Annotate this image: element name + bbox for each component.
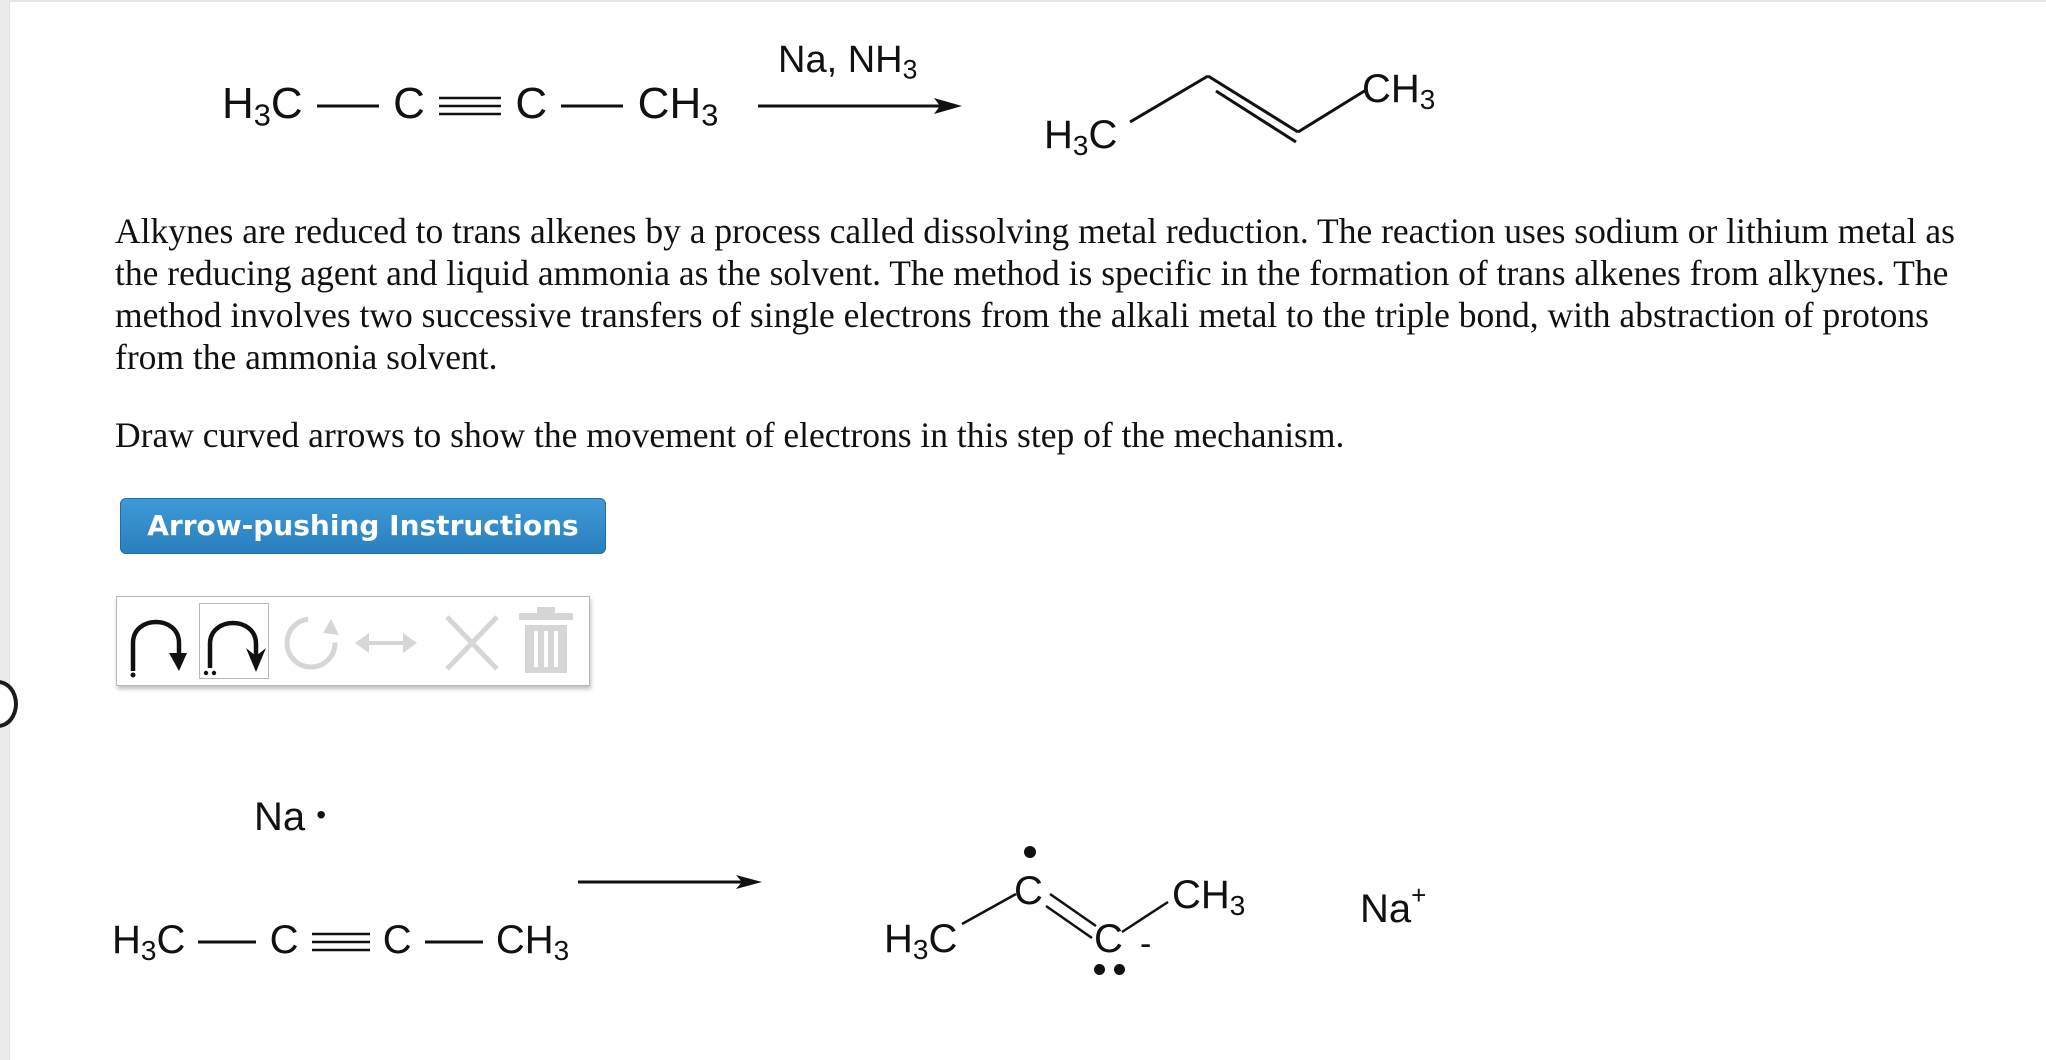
sodium-radical: Na • <box>254 790 326 842</box>
atom-label: CH <box>1362 67 1420 111</box>
arrow-tool-palette <box>116 596 590 686</box>
left-scroll-rail <box>0 0 10 1060</box>
atom-label: C <box>393 79 425 128</box>
atom-label: Na <box>254 795 306 839</box>
product-ch3-label: CH3 <box>1362 64 1435 125</box>
electron-pair-arrow-tool[interactable] <box>199 603 269 679</box>
atom-label: H <box>112 918 141 962</box>
anion-carbon-label: C <box>1094 914 1123 964</box>
reaction-conditions: Na, NH3 <box>778 38 917 92</box>
redo-tool[interactable] <box>277 603 349 679</box>
single-bond <box>198 940 257 944</box>
reagent-label: Na, NH <box>778 39 903 81</box>
atom-label: Na <box>1360 887 1412 931</box>
delete-tool[interactable] <box>441 603 503 679</box>
triple-bond <box>439 97 502 116</box>
anion-lone-pair <box>1094 964 1130 976</box>
question-description: Alkynes are reduced to trans alkenes by … <box>115 211 1955 377</box>
single-bond <box>424 940 483 944</box>
redo-icon <box>284 616 339 670</box>
atom-label: H <box>1044 113 1073 157</box>
delete-x-icon <box>445 615 499 671</box>
subscript: 3 <box>701 97 719 133</box>
atom-label: C <box>515 79 548 128</box>
trash-icon <box>519 607 573 673</box>
arrow-pushing-instructions-button[interactable]: Arrow-pushing Instructions <box>120 498 606 554</box>
subscript: 3 <box>1072 130 1089 161</box>
atom-label: CH <box>637 79 702 128</box>
atom-label: C <box>270 79 303 128</box>
atom-label: C <box>156 918 186 962</box>
subscript: 3 <box>553 935 570 966</box>
atom-label: C <box>1094 917 1123 961</box>
atom-label: H <box>222 79 254 128</box>
subscript: 3 <box>912 934 929 965</box>
atom-label: C <box>269 918 299 962</box>
subscript: 3 <box>140 935 157 966</box>
radical-electron: • <box>316 799 327 830</box>
single-electron-arrow-icon <box>130 619 187 678</box>
panel-collapse-handle[interactable] <box>0 680 18 728</box>
radical-anion-h3c-label: H3C <box>884 914 957 975</box>
trans-alkene-skeleton <box>1129 74 1367 144</box>
reaction-arrow-icon <box>758 98 962 114</box>
subscript: 3 <box>253 97 271 133</box>
sodium-cation: Na+ <box>1360 870 1426 934</box>
top-divider <box>0 0 2046 2</box>
atom-label: H <box>884 917 913 961</box>
mechanism-reactant-2-butyne: H3C C C CH3 <box>112 914 569 977</box>
atom-label: CH <box>495 918 554 962</box>
subscript: 3 <box>1229 890 1246 921</box>
triple-bond <box>311 933 370 952</box>
atom-label: C <box>928 917 958 961</box>
resonance-arrow-tool[interactable] <box>351 603 419 679</box>
clear-all-tool[interactable] <box>517 603 577 679</box>
mechanism-reaction-arrow-icon <box>578 875 762 889</box>
subscript: 3 <box>1419 84 1436 115</box>
negative-charge: - <box>1140 925 1152 963</box>
radical-anion-skeleton <box>961 892 1169 940</box>
single-bond <box>316 104 379 108</box>
resonance-arrow-icon <box>355 633 417 653</box>
subscript: 3 <box>902 54 918 85</box>
top-reactant-2-butyne: H3C C C CH3 <box>222 76 718 144</box>
atom-label: C <box>1014 869 1043 913</box>
radical-carbon-label: C <box>1014 866 1043 916</box>
product-h3c-label: H3C <box>1044 110 1117 171</box>
radical-dot <box>1024 846 1036 858</box>
electron-pair-arrow-icon <box>203 620 266 676</box>
radical-anion-ch3-label: CH3 <box>1172 870 1245 931</box>
positive-charge: + <box>1411 880 1427 910</box>
atom-label: CH <box>1172 873 1230 917</box>
atom-label: C <box>382 918 412 962</box>
atom-label: C <box>1088 113 1118 157</box>
single-electron-arrow-tool[interactable] <box>123 603 193 679</box>
question-instruction: Draw curved arrows to show the movement … <box>115 415 1345 455</box>
single-bond <box>561 104 624 108</box>
